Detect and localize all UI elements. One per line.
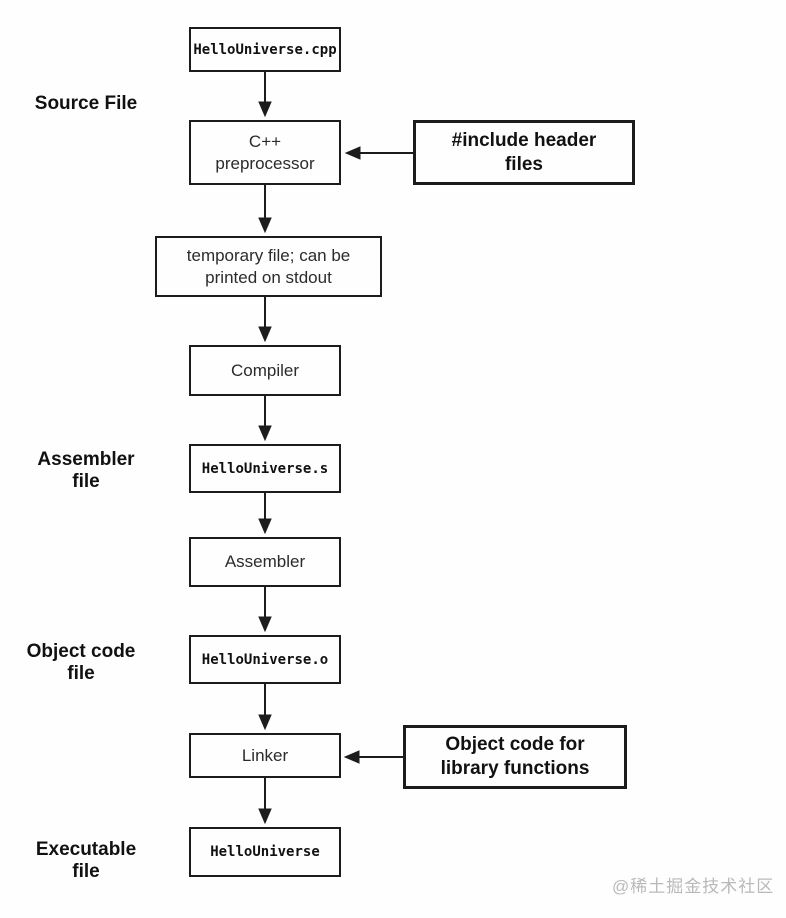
label-line2: file <box>72 471 100 492</box>
node-label: HelloUniverse.s <box>201 460 329 477</box>
node-label-line1: Object code for <box>445 734 585 755</box>
node-label-line2: files <box>504 153 544 175</box>
label-line1: Assembler <box>37 449 135 470</box>
node-label-line2: printed on stdout <box>205 267 332 287</box>
node-compiler: Compiler <box>189 345 341 396</box>
node-object-file-o: HelloUniverse.o <box>189 635 341 684</box>
node-include-header-files: #include header files <box>413 120 635 185</box>
node-label-line1: C++ <box>248 131 282 151</box>
label-line1: Source File <box>34 93 138 114</box>
node-label-line2: library functions <box>440 758 590 779</box>
node-label: Linker <box>241 745 289 765</box>
node-executable: HelloUniverse <box>189 827 341 877</box>
node-source-file-cpp: HelloUniverse.cpp <box>189 27 341 72</box>
node-label: Compiler <box>230 360 300 380</box>
node-assembler: Assembler <box>189 537 341 587</box>
node-label-line2: preprocessor <box>215 153 315 173</box>
label-line1: Executable <box>35 839 137 860</box>
node-assembler-file-s: HelloUniverse.s <box>189 444 341 493</box>
label-source-file: Source File <box>6 93 166 115</box>
label-line2: file <box>72 861 100 882</box>
node-label-line1: #include header <box>451 129 597 151</box>
node-temporary-file: temporary file; can be printed on stdout <box>155 236 382 297</box>
watermark-text: @稀土掘金技术社区 <box>612 877 775 896</box>
node-linker: Linker <box>189 733 341 778</box>
node-cpp-preprocessor: C++ preprocessor <box>189 120 341 185</box>
label-line1: Object code <box>26 641 136 662</box>
node-label: HelloUniverse.cpp <box>193 41 337 58</box>
node-label: HelloUniverse <box>210 844 320 860</box>
label-object-code-file: Object code file <box>1 641 161 685</box>
label-assembler-file: Assembler file <box>6 449 166 493</box>
label-line2: file <box>67 663 95 684</box>
node-object-code-library: Object code for library functions <box>403 725 627 789</box>
node-label-line1: temporary file; can be <box>186 245 351 265</box>
label-executable-file: Executable file <box>6 839 166 883</box>
node-label: HelloUniverse.o <box>201 651 329 668</box>
node-label: Assembler <box>224 552 306 571</box>
